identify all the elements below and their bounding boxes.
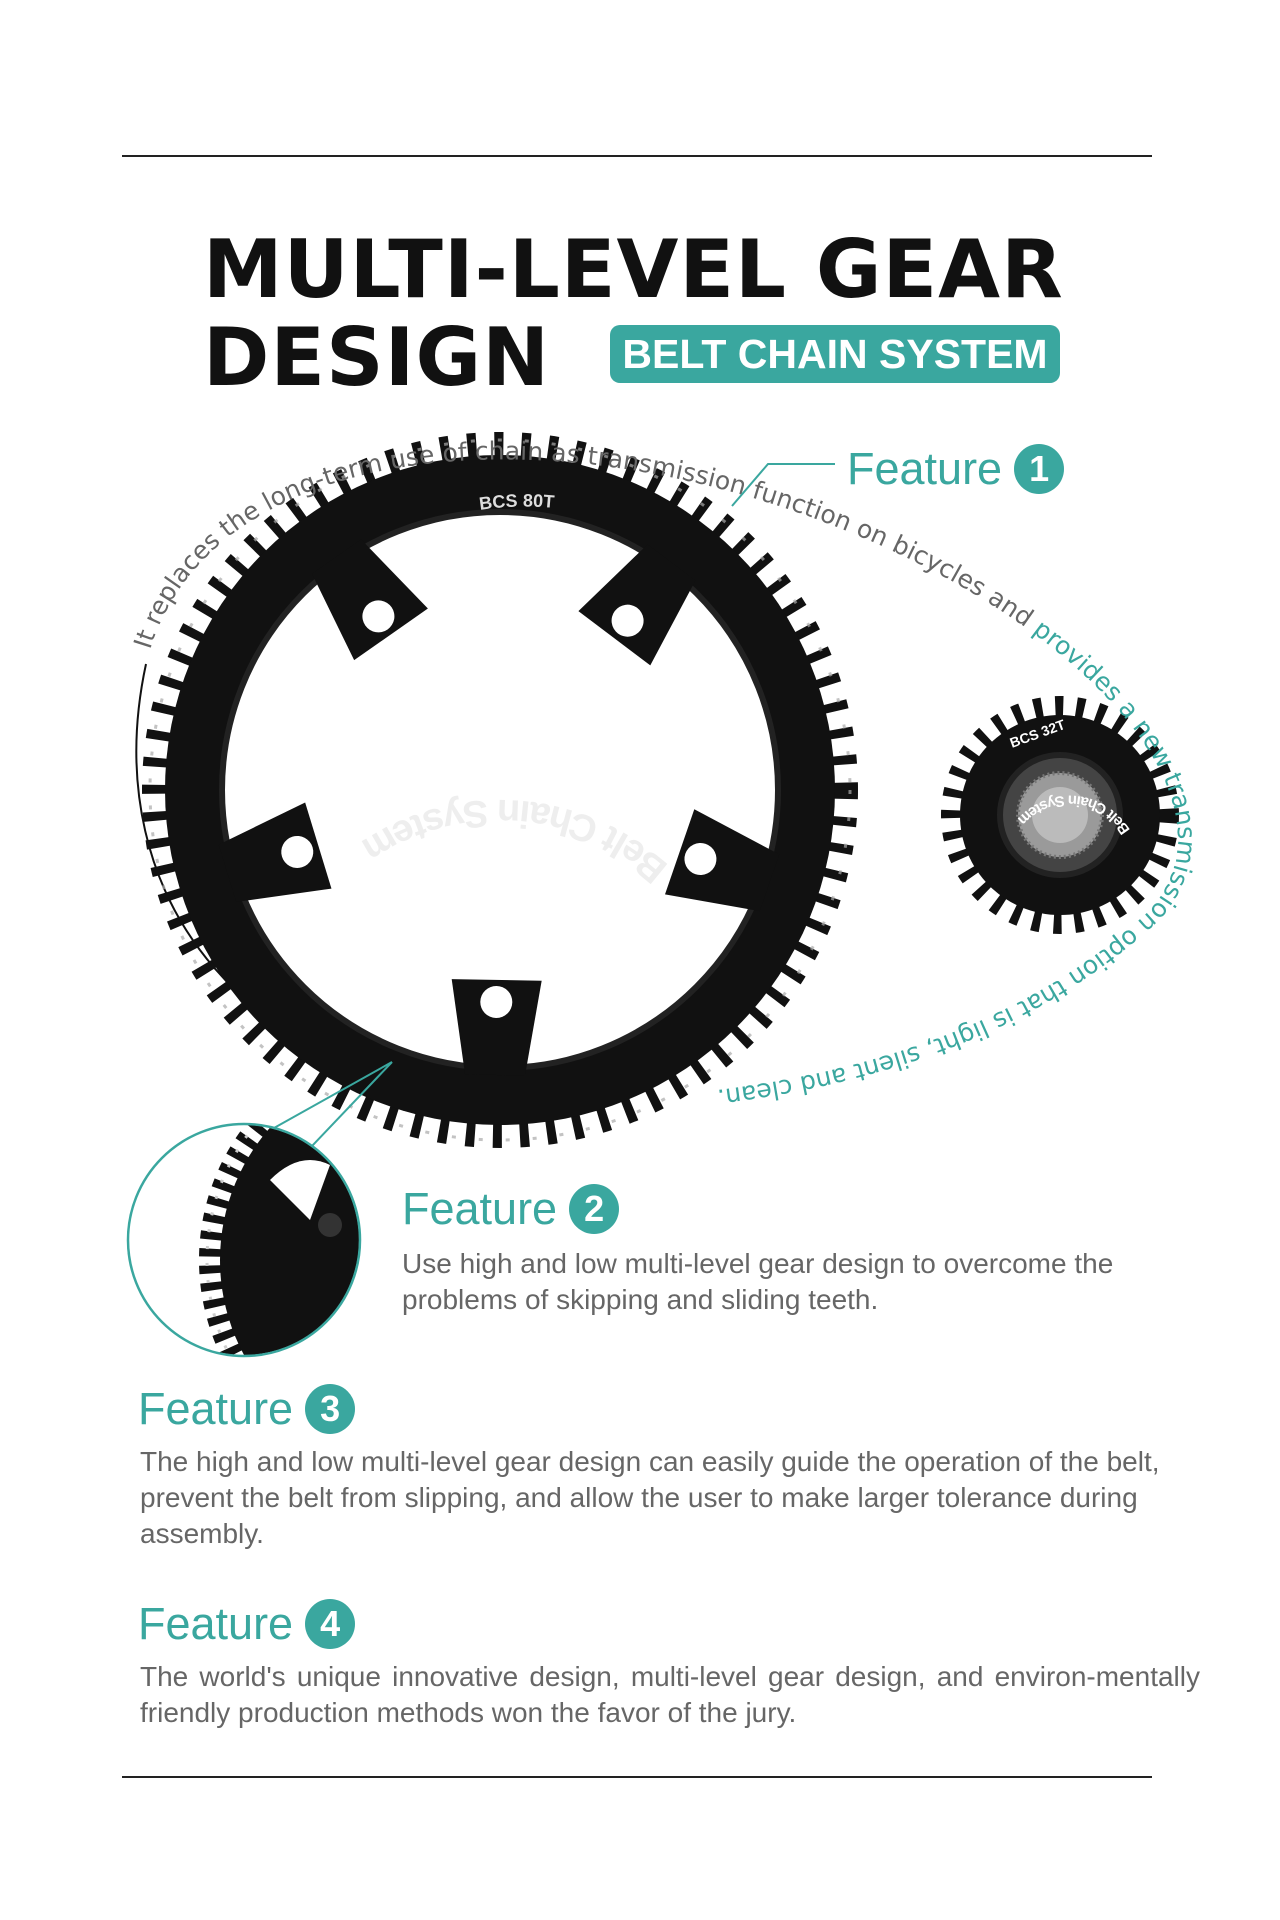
belt-chain-system-badge: BELT CHAIN SYSTEM — [610, 325, 1060, 383]
feature-3-heading: Feature 3 — [138, 1383, 356, 1435]
svg-text:BCS 80T: BCS 80T — [478, 490, 555, 513]
large-chainring: BCS 80T Belt Chain System — [142, 432, 858, 1148]
feature-number-badge: 1 — [1014, 444, 1065, 494]
zoom-callout-line — [273, 1061, 393, 1129]
page-title-line1: MULTI-LEVEL GEAR — [203, 223, 1064, 316]
feature-label: Feature — [138, 1383, 294, 1434]
small-sprocket: BCS 32T Belt Chain System — [941, 696, 1179, 934]
zoom-circle — [126, 1122, 362, 1358]
teeth-closeup — [199, 1125, 359, 1355]
feature-label: Feature — [847, 443, 1003, 494]
feature-2-heading: Feature 2 — [402, 1183, 620, 1235]
page-title-line2: DESIGN — [203, 311, 551, 404]
top-divider — [122, 155, 1152, 157]
feature-number-badge: 3 — [305, 1384, 356, 1434]
feature-4-text: The world's unique innovative design, mu… — [140, 1661, 1200, 1728]
feature-label: Feature — [138, 1598, 294, 1649]
feature-label: Feature — [402, 1183, 558, 1234]
feature-number-badge: 2 — [569, 1184, 620, 1234]
feature-1-heading: Feature 1 — [847, 443, 1065, 495]
feature-number-badge: 4 — [305, 1599, 356, 1649]
bottom-divider — [122, 1776, 1152, 1778]
zoom-callout-line — [311, 1061, 393, 1147]
large-gear-label: BCS 80T — [478, 490, 555, 513]
feature1-callout-line — [731, 463, 835, 507]
feature-4-heading: Feature 4 — [138, 1598, 356, 1650]
feature-2-text: Use high and low multi-level gear design… — [402, 1248, 1114, 1315]
feature-3-text: The high and low multi-level gear design… — [140, 1446, 1160, 1549]
